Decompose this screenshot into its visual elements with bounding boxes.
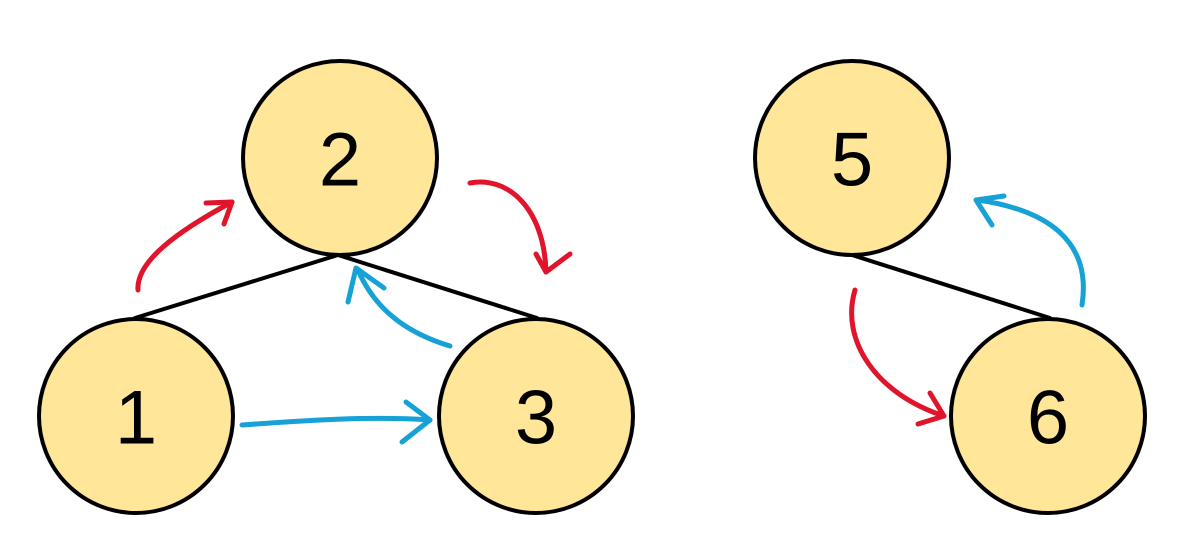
node-1: 1 <box>37 317 235 515</box>
nodes: 1 2 3 5 6 <box>37 59 1147 515</box>
arrows <box>135 179 1086 445</box>
arrow-blue-1-to-3 <box>239 399 433 445</box>
node-circle <box>37 317 235 515</box>
node-2: 2 <box>241 59 439 257</box>
node-circle <box>437 317 635 515</box>
edge-2-3 <box>336 253 539 320</box>
arrow-blue-6-to-5 <box>973 193 1086 308</box>
node-5: 5 <box>753 59 951 257</box>
edge-5-6 <box>850 253 1052 320</box>
node-3: 3 <box>437 317 635 515</box>
arrow-red-2-to-3 <box>467 179 573 275</box>
arrow-red-5-to-6 <box>849 287 947 427</box>
arrow-blue-3-to-2 <box>345 265 453 349</box>
node-label: 6 <box>1027 376 1069 461</box>
node-6: 6 <box>949 317 1147 515</box>
edge-1-2 <box>133 253 340 320</box>
node-circle <box>949 317 1147 515</box>
node-circle <box>241 59 439 257</box>
node-label: 1 <box>115 376 157 461</box>
node-label: 5 <box>831 118 873 203</box>
arrow-red-1-to-2 <box>135 199 235 293</box>
edges <box>133 253 1052 320</box>
node-circle <box>753 59 951 257</box>
node-label: 3 <box>515 376 557 461</box>
node-label: 2 <box>319 118 361 203</box>
